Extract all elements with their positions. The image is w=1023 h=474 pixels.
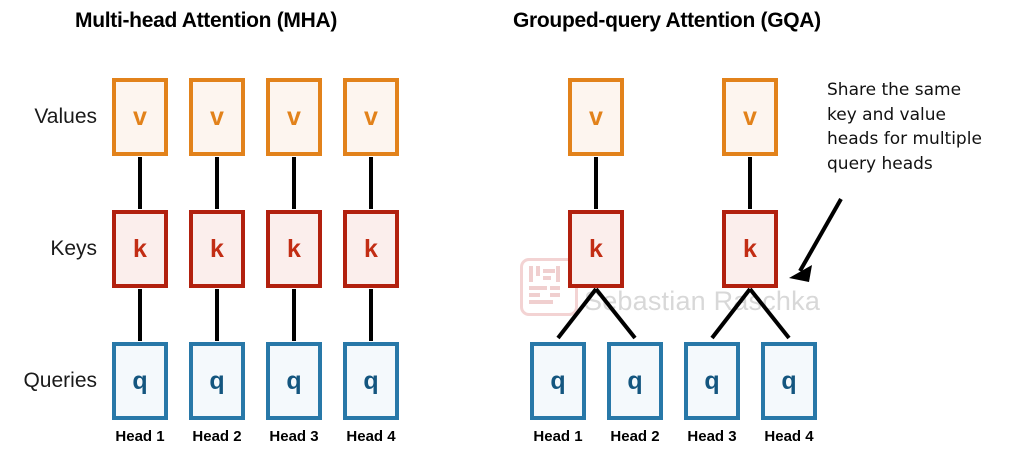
mha-head-caption-4: Head 4 [346,428,396,445]
gqa-query-head-3[interactable]: q [684,342,740,420]
panel-title-mha: Multi-head Attention (MHA) [75,9,338,32]
gqa-query-head-1[interactable]: q [530,342,586,420]
mha-query-head-3[interactable]: q [266,342,322,420]
annotation-line-2: key and value [827,104,946,125]
gqa-value-group-2[interactable]: v [722,78,778,156]
mha-key-head-4[interactable]: k [343,210,399,288]
mha-head-caption-1: Head 1 [115,428,165,445]
gqa-key-group-1[interactable]: k [568,210,624,288]
annotation-callout: Share the same key and value heads for m… [827,78,1017,177]
mha-value-head-2[interactable]: v [189,78,245,156]
mha-query-head-1[interactable]: q [112,342,168,420]
gqa-value-group-1[interactable]: v [568,78,624,156]
gqa-head-caption-3: Head 3 [687,428,737,445]
gqa-query-head-4[interactable]: q [761,342,817,420]
mha-head-caption-2: Head 2 [192,428,242,445]
mha-value-head-1[interactable]: v [112,78,168,156]
mha-head-caption-3: Head 3 [269,428,319,445]
gqa-head-caption-4: Head 4 [764,428,814,445]
gqa-head-caption-2: Head 2 [610,428,660,445]
row-label-values: Values [34,105,97,128]
panel-title-gqa: Grouped-query Attention (GQA) [513,9,821,32]
row-label-queries: Queries [23,369,97,392]
mha-key-head-3[interactable]: k [266,210,322,288]
annotation-line-3: heads for multiple [827,129,982,150]
mha-query-head-2[interactable]: q [189,342,245,420]
annotation-line-4: query heads [827,153,933,174]
row-label-keys: Keys [50,237,97,260]
gqa-head-caption-1: Head 1 [533,428,583,445]
watermark-text: Sebastian Raschka [584,286,821,316]
mha-value-head-3[interactable]: v [266,78,322,156]
mha-key-head-2[interactable]: k [189,210,245,288]
mha-key-head-1[interactable]: k [112,210,168,288]
mha-value-head-4[interactable]: v [343,78,399,156]
mha-query-head-4[interactable]: q [343,342,399,420]
annotation-line-1: Share the same [827,80,962,100]
gqa-key-group-2[interactable]: k [722,210,778,288]
gqa-query-head-2[interactable]: q [607,342,663,420]
